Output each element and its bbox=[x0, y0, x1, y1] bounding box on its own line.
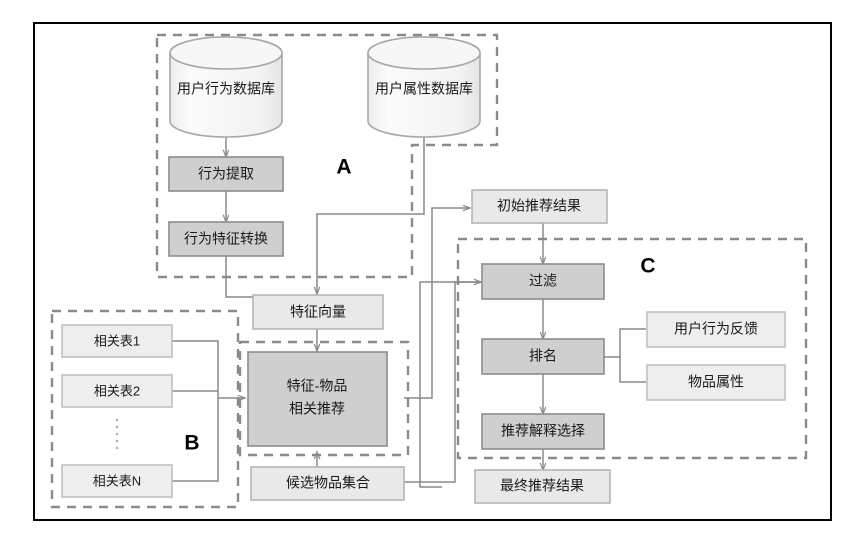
group-c-label: C bbox=[640, 255, 655, 278]
node-feature-vector[interactable]: 特征向量 bbox=[252, 294, 384, 330]
node-feature-item-recommend[interactable]: 特征-物品 相关推荐 bbox=[247, 351, 388, 447]
edge-tables-bus bbox=[172, 340, 219, 398]
related-table-n-label: 相关表N bbox=[93, 473, 141, 488]
node-initial-result[interactable]: 初始推荐结果 bbox=[471, 189, 608, 224]
node-item-attribute[interactable]: 物品属性 bbox=[646, 364, 786, 401]
initial-result-label: 初始推荐结果 bbox=[497, 198, 581, 214]
filter-label: 过滤 bbox=[529, 273, 557, 289]
behavior-feature-label: 行为特征转换 bbox=[184, 231, 268, 247]
node-related-table-n[interactable]: 相关表N bbox=[61, 464, 173, 498]
final-result-label: 最终推荐结果 bbox=[500, 478, 584, 494]
node-behavior-extract[interactable]: 行为提取 bbox=[168, 156, 284, 192]
user-behavior-db-label: 用户行为数据库 bbox=[177, 81, 275, 97]
node-related-table-2[interactable]: 相关表2 bbox=[61, 374, 173, 408]
edge-feature-to-vector bbox=[225, 256, 253, 298]
edge-final-feedback-loop bbox=[419, 281, 481, 488]
explain-select-label: 推荐解释选择 bbox=[501, 423, 585, 439]
vertical-ellipsis-icon bbox=[115, 418, 119, 450]
node-explanation-select[interactable]: 推荐解释选择 bbox=[481, 413, 605, 450]
group-b-label: B bbox=[184, 432, 199, 455]
node-related-table-1[interactable]: 相关表1 bbox=[61, 324, 173, 358]
related-table-1-label: 相关表1 bbox=[94, 333, 140, 348]
node-final-result[interactable]: 最终推荐结果 bbox=[474, 469, 611, 504]
candidate-set-label: 候选物品集合 bbox=[286, 475, 370, 491]
edge-attrdb-to-vector bbox=[317, 137, 425, 294]
edge-rec-to-initial bbox=[404, 208, 470, 399]
edge-feedback-bus bbox=[619, 328, 646, 357]
group-c-region bbox=[456, 237, 808, 460]
feature-item-rec-label-line1: 特征-物品 bbox=[287, 378, 348, 394]
node-behavior-feature-transform[interactable]: 行为特征转换 bbox=[168, 221, 284, 257]
node-filter[interactable]: 过滤 bbox=[481, 263, 605, 300]
behavior-extract-label: 行为提取 bbox=[198, 166, 254, 182]
cylinder-user-attribute-db[interactable]: 用户属性数据库 bbox=[367, 36, 481, 138]
group-a-label: A bbox=[336, 156, 351, 179]
feature-item-rec-label-line2: 相关推荐 bbox=[289, 401, 345, 417]
cylinder-user-behavior-db[interactable]: 用户行为数据库 bbox=[169, 36, 283, 138]
group-a-region bbox=[155, 33, 499, 279]
node-ranking[interactable]: 排名 bbox=[481, 338, 605, 375]
user-attribute-db-label: 用户属性数据库 bbox=[375, 81, 473, 97]
connector-layer bbox=[172, 137, 646, 488]
edge-tablen-bus bbox=[172, 398, 219, 482]
edge-itemattr-bus bbox=[619, 357, 646, 383]
node-user-feedback[interactable]: 用户行为反馈 bbox=[646, 311, 786, 348]
node-candidate-item-set[interactable]: 候选物品集合 bbox=[250, 466, 405, 501]
related-table-2-label: 相关表2 bbox=[94, 383, 140, 398]
feature-vector-label: 特征向量 bbox=[290, 304, 346, 320]
item-attribute-label: 物品属性 bbox=[688, 374, 744, 390]
ranking-label: 排名 bbox=[529, 348, 557, 364]
user-feedback-label: 用户行为反馈 bbox=[674, 321, 758, 337]
